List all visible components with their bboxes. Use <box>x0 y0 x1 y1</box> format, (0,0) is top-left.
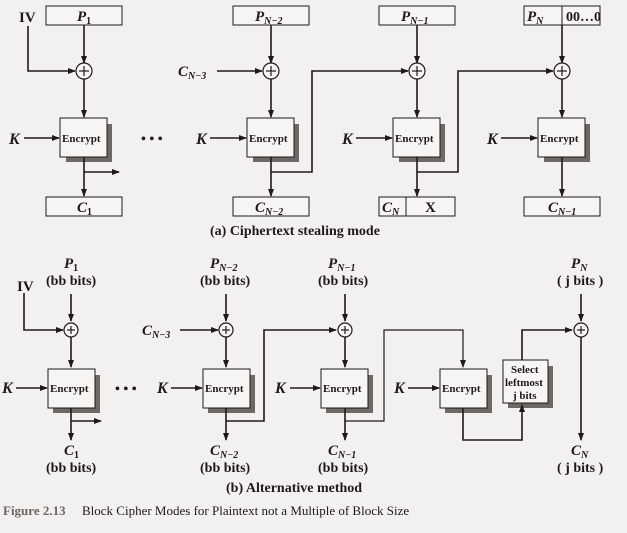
cn2-size: (bb bits) <box>200 461 251 476</box>
pn-label: PN <box>527 9 544 27</box>
xor-icon <box>553 62 571 80</box>
encrypt-label: Encrypt <box>50 383 89 395</box>
padding-label: 00…0 <box>566 10 601 25</box>
part-a-ciphertext-stealing <box>24 5 601 217</box>
pn-label: PN <box>571 256 588 274</box>
arrow-cn2-chain <box>271 68 409 173</box>
pn2-label: PN−2 <box>255 9 282 27</box>
encrypt-label: Encrypt <box>62 133 101 145</box>
pn2-size: (bb bits) <box>200 274 251 289</box>
encrypt-label: Encrypt <box>323 383 362 395</box>
padding-block <box>561 5 601 26</box>
encrypt-label: Encrypt <box>395 133 434 145</box>
xor-icon <box>337 322 353 338</box>
xor-icon <box>573 322 589 338</box>
encrypt-label: Encrypt <box>442 383 481 395</box>
key-label: K <box>1 380 14 397</box>
cn3-label: CN−3 <box>142 323 170 341</box>
cn1-out-label: CN−1 <box>328 443 356 461</box>
arrow-select-to-xor <box>521 327 573 360</box>
part-b-labels: IV P1 (bb bits) PN−2 (bb bits) PN−1 (bb … <box>1 256 604 496</box>
pn1-label: PN−1 <box>328 256 355 274</box>
select-leftmost-block <box>502 359 549 404</box>
encrypt-label: Encrypt <box>205 383 244 395</box>
c1-size: (bb bits) <box>46 461 97 476</box>
discard-block <box>405 196 456 217</box>
key-label: K <box>156 380 169 397</box>
figure-caption: Figure 2.13 Block Cipher Modes for Plain… <box>3 503 409 518</box>
arrow-cn2-chain <box>226 327 337 422</box>
cn-size: ( j bits ) <box>557 461 604 476</box>
part-b-alternative <box>16 293 589 441</box>
key-label: K <box>486 131 499 148</box>
arrow-cn-chain <box>417 68 554 173</box>
arrow-iv-to-xor <box>23 293 64 333</box>
figure-number: Figure 2.13 <box>3 503 66 518</box>
cn-out-label: CN <box>571 443 589 461</box>
encrypt-label: Encrypt <box>249 133 288 145</box>
discard-label: X <box>425 200 436 216</box>
cn3-label: CN−3 <box>178 64 206 82</box>
xor-icon <box>218 322 234 338</box>
part-a-labels: IV P1 PN−2 PN−1 PN 00…0 CN−3 K K K K Enc… <box>8 9 601 239</box>
ciphertext-block-cn2 <box>232 196 310 217</box>
pn-size: ( j bits ) <box>557 274 604 289</box>
c1-label: C1 <box>64 443 79 461</box>
arrow-cn1-to-encrypt <box>345 329 466 422</box>
p1-size: (bb bits) <box>46 274 97 289</box>
encrypt-label: Encrypt <box>540 133 579 145</box>
key-label: K <box>8 131 21 148</box>
pn1-size: (bb bits) <box>318 274 369 289</box>
ciphertext-block-cn1 <box>523 196 601 217</box>
ellipsis: • • • <box>115 382 137 397</box>
cn1-size: (bb bits) <box>318 461 369 476</box>
cn2-out-label: CN−2 <box>255 200 283 218</box>
figure-title: Block Cipher Modes for Plaintext not a M… <box>82 503 409 518</box>
key-label: K <box>195 131 208 148</box>
p1-label: P1 <box>77 9 91 27</box>
c1-label: C1 <box>77 200 92 218</box>
xor-icon <box>75 62 93 80</box>
iv-label: IV <box>19 10 36 26</box>
select-label-line2: leftmost <box>505 377 543 389</box>
caption-a: (a) Ciphertext stealing mode <box>210 224 380 239</box>
encrypt-block <box>246 117 295 158</box>
encrypt-block <box>537 117 586 158</box>
arrow-encrypt-to-select <box>462 404 525 441</box>
cn2-out-label: CN−2 <box>210 443 238 461</box>
caption-b: (b) Alternative method <box>226 481 362 496</box>
cn-out-label: CN <box>382 200 400 218</box>
iv-label: IV <box>17 279 34 295</box>
key-label: K <box>274 380 287 397</box>
xor-icon <box>408 62 426 80</box>
key-label: K <box>341 131 354 148</box>
key-label: K <box>393 380 406 397</box>
pn1-label: PN−1 <box>401 9 428 27</box>
select-label-line1: Select <box>511 364 539 376</box>
encrypt-block <box>392 117 441 158</box>
xor-icon <box>262 62 280 80</box>
ellipsis: • • • <box>141 132 163 147</box>
select-label-line3: j bits <box>512 390 537 402</box>
p1-label: P1 <box>64 256 78 274</box>
arrow-iv-to-xor <box>27 26 76 74</box>
xor-icon <box>63 322 79 338</box>
pn2-label: PN−2 <box>210 256 237 274</box>
encrypt-block <box>59 117 108 158</box>
encrypt-block <box>439 368 488 409</box>
ciphertext-block-c1 <box>45 196 123 217</box>
cn1-out-label: CN−1 <box>548 200 576 218</box>
